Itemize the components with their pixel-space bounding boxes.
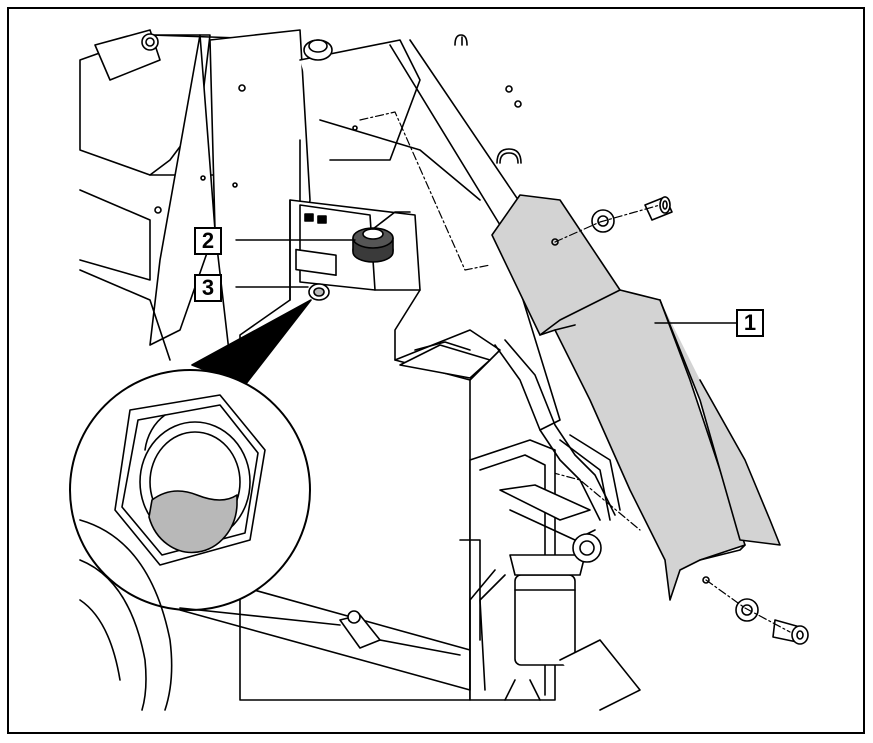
callout-3: 3	[194, 274, 222, 302]
wheel	[79, 519, 173, 711]
callout-2: 2	[194, 227, 222, 255]
protective-guard	[491, 194, 781, 601]
sight-glass-small	[308, 283, 330, 301]
alignment-lines	[359, 111, 791, 633]
machine-frame	[79, 29, 561, 431]
fuel-fitting	[179, 607, 461, 656]
leader-lines	[235, 239, 737, 324]
sight-glass-detail	[69, 369, 311, 611]
tank-body	[179, 199, 501, 701]
fasteners-upper	[591, 196, 673, 233]
filter-assembly	[459, 439, 641, 711]
hoses	[494, 339, 621, 521]
callout-1: 1	[736, 309, 764, 337]
filler-cap	[352, 211, 411, 263]
fasteners-lower	[735, 598, 809, 645]
retaining-clips	[454, 34, 522, 164]
